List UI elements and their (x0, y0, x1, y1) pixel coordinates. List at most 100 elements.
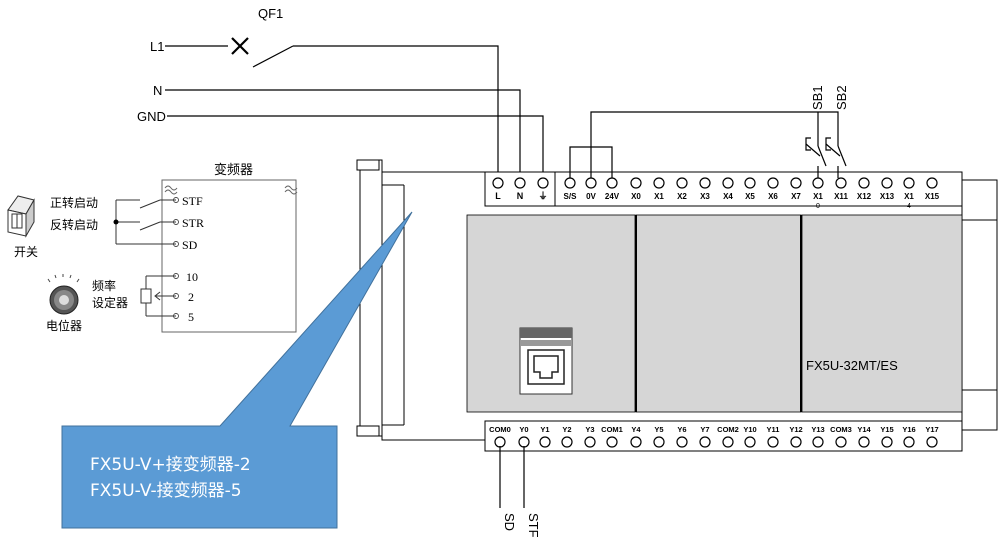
output-terminal-2-screw-icon (539, 436, 551, 448)
pot-label: 电位器 (46, 318, 82, 333)
input-terminal-0-label: S/S (564, 192, 578, 201)
callout-line-2: FX5U-V-接变频器-5 (90, 481, 242, 501)
input-common-wiring (569, 111, 839, 178)
power-lines (165, 45, 544, 178)
output-terminal-8-screw-icon (676, 436, 688, 448)
inverter-terminals (173, 197, 179, 319)
input-terminal-14-screw-icon (881, 177, 893, 189)
sb1-label: SB1 (810, 85, 825, 110)
input-terminal-13-label: X12 (857, 192, 872, 201)
output-terminal-9-label: Y7 (700, 425, 709, 434)
switch-label: 开关 (14, 245, 38, 259)
potentiometer-knob-icon (47, 274, 80, 315)
output-terminal-6-label: Y4 (631, 425, 641, 434)
inverter-switch-wiring (115, 199, 176, 317)
input-terminal-11-label: X1 (813, 192, 823, 201)
inv-stf-label: STF (182, 194, 203, 208)
input-terminal-13-screw-icon (858, 177, 870, 189)
input-terminal-2-label: 24V (605, 192, 620, 201)
input-terminal-6-screw-icon (699, 177, 711, 189)
wave-icon (164, 185, 298, 195)
input-terminal-9-label: X6 (768, 192, 778, 201)
output-terminal-5-label: COM1 (601, 425, 623, 434)
input-terminal-7-screw-icon (722, 177, 734, 189)
output-terminal-14-screw-icon (812, 436, 824, 448)
output-terminal-0-label: COM0 (489, 425, 511, 434)
output-terminal-13-screw-icon (790, 436, 802, 448)
output-terminal-0-screw-icon (494, 436, 506, 448)
stf-wire-label: STF (526, 513, 541, 538)
output-terminal-14-label: Y13 (811, 425, 824, 434)
input-terminal-5-label: X2 (677, 192, 687, 201)
input-terminal-9-screw-icon (767, 177, 779, 189)
input-terminal-4-screw-icon (653, 177, 665, 189)
output-terminal-18-label: Y16 (902, 425, 915, 434)
power-terminal-0-screw-icon (492, 177, 504, 189)
input-terminal-5-screw-icon (676, 177, 688, 189)
input-terminal-15-screw-icon (903, 177, 915, 189)
output-terminal-6-screw-icon (630, 436, 642, 448)
inv-str-label: STR (182, 216, 204, 230)
callout-box (61, 211, 413, 529)
gnd-label: GND (137, 109, 166, 124)
sb2-label: SB2 (834, 85, 849, 110)
output-terminal-4-screw-icon (584, 436, 596, 448)
output-terminal-1-label: Y0 (519, 425, 528, 434)
input-terminal-0-screw-icon (564, 177, 576, 189)
output-terminal-3-label: Y2 (562, 425, 571, 434)
input-sub-label: 4 (907, 203, 911, 210)
input-terminal-4-label: X1 (654, 192, 664, 201)
inv-2-label: 2 (188, 290, 194, 304)
output-terminal-strip (484, 420, 963, 452)
power-terminal-2-label: ⏚ (538, 191, 547, 201)
cover-panel-right (801, 214, 963, 413)
input-terminal-strip (484, 171, 963, 207)
l1-label: L1 (150, 39, 164, 54)
breaker-cross-icon (231, 37, 249, 55)
output-terminal-15-screw-icon (835, 436, 847, 448)
inv-sd-label: SD (182, 238, 198, 252)
freq-label-2: 设定器 (92, 295, 128, 310)
output-terminal-5-screw-icon (606, 436, 618, 448)
output-terminal-19-screw-icon (926, 436, 938, 448)
power-terminal-1-label: N (517, 191, 524, 201)
output-terminal-19-label: Y17 (925, 425, 938, 434)
output-terminal-16-label: Y14 (857, 425, 871, 434)
toggle-switch-icon (7, 195, 35, 238)
input-terminal-11-screw-icon (812, 177, 824, 189)
output-wires (499, 446, 525, 508)
output-terminal-11-screw-icon (744, 436, 756, 448)
input-terminal-12-label: X11 (834, 192, 848, 201)
input-terminal-1-label: 0V (586, 192, 596, 201)
input-terminal-6-label: X3 (700, 192, 710, 201)
junction-dot (113, 219, 119, 225)
input-terminal-16-screw-icon (926, 177, 938, 189)
input-terminal-10-screw-icon (790, 177, 802, 189)
inv-5-label: 5 (188, 310, 194, 324)
output-terminal-11-label: Y10 (743, 425, 756, 434)
reverse-start-label: 反转启动 (50, 217, 98, 232)
power-terminal-1-screw-icon (514, 177, 526, 189)
input-terminal-3-screw-icon (630, 177, 642, 189)
input-terminal-2-screw-icon (606, 177, 618, 189)
input-terminal-1-screw-icon (585, 177, 597, 189)
output-terminal-8-label: Y6 (677, 425, 686, 434)
input-terminal-12-screw-icon (835, 177, 847, 189)
output-terminal-17-screw-icon (881, 436, 893, 448)
input-terminal-3-label: X0 (631, 192, 641, 201)
power-terminal-2-screw-icon (537, 177, 549, 189)
inverter-title: 变频器 (214, 162, 253, 178)
input-terminal-8-screw-icon (744, 177, 756, 189)
output-terminal-9-screw-icon (699, 436, 711, 448)
output-terminal-10-label: COM2 (717, 425, 739, 434)
input-terminal-15-label: X1 (904, 192, 914, 201)
breaker-label: QF1 (258, 6, 283, 21)
n-label: N (153, 83, 162, 98)
output-terminal-10-screw-icon (722, 436, 734, 448)
input-terminal-7-label: X4 (723, 192, 733, 201)
ethernet-port-icon (519, 327, 573, 395)
